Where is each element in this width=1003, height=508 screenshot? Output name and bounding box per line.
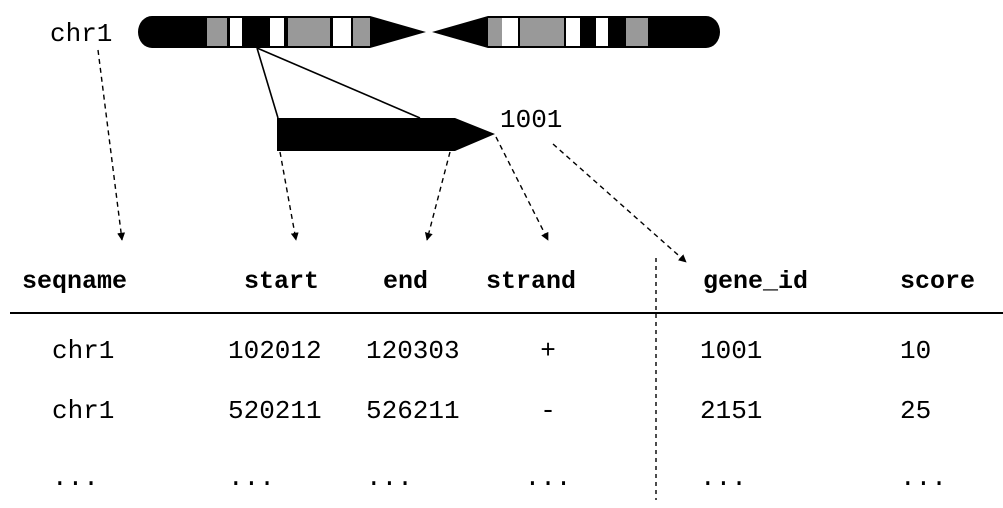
table-row: chr1 520211 526211 - 2151 25: [52, 396, 931, 426]
cell-gene-id: ...: [700, 463, 747, 493]
band: [230, 18, 242, 46]
cell-seqname: chr1: [52, 336, 114, 366]
cell-end: 120303: [366, 336, 460, 366]
zoom-line-right: [256, 47, 421, 119]
chromosome-left-arm: [138, 16, 426, 48]
chromosome-right-arm: [432, 16, 720, 48]
header-score: score: [900, 267, 975, 296]
start-mapping-arrow: [279, 151, 299, 241]
header-end: end: [383, 267, 428, 296]
cell-strand: ...: [525, 463, 572, 493]
cell-score: 25: [900, 396, 931, 426]
strand-mapping-arrow: [495, 136, 549, 241]
band: [566, 18, 580, 46]
cell-strand: -: [540, 396, 556, 426]
seqname-mapping-arrow: [97, 49, 126, 241]
header-seqname: seqname: [22, 267, 127, 296]
cell-start: 102012: [228, 336, 322, 366]
chromosome-label: chr1: [50, 19, 112, 49]
cell-score: ...: [900, 463, 947, 493]
header-strand: strand: [486, 267, 576, 296]
cell-end: 526211: [366, 396, 460, 426]
band: [488, 18, 502, 46]
band: [333, 18, 351, 46]
table-row: chr1 102012 120303 + 1001 10: [52, 336, 931, 366]
cell-gene-id: 2151: [700, 396, 762, 426]
band: [596, 18, 608, 46]
table-row: ... ... ... ... ... ...: [52, 463, 947, 493]
band: [502, 18, 518, 46]
end-mapping-arrow: [424, 151, 451, 241]
gene-arrow: [277, 118, 495, 151]
band: [207, 18, 227, 46]
cell-end: ...: [366, 463, 413, 493]
band: [520, 18, 564, 46]
band: [270, 18, 284, 46]
cell-gene-id: 1001: [700, 336, 762, 366]
gene-label: 1001: [500, 105, 562, 135]
band: [353, 18, 370, 46]
cell-start: ...: [228, 463, 275, 493]
header-gene-id: gene_id: [703, 267, 808, 296]
zoom-line-left: [256, 47, 279, 119]
cell-strand: +: [540, 336, 556, 366]
table-header-row: seqname start end strand gene_id score: [22, 267, 975, 296]
gene-id-mapping-arrow: [552, 143, 687, 263]
cell-score: 10: [900, 336, 931, 366]
cell-start: 520211: [228, 396, 322, 426]
header-start: start: [244, 267, 319, 296]
band: [626, 18, 648, 46]
cell-seqname: chr1: [52, 396, 114, 426]
band: [288, 18, 330, 46]
cell-seqname: ...: [52, 463, 99, 493]
